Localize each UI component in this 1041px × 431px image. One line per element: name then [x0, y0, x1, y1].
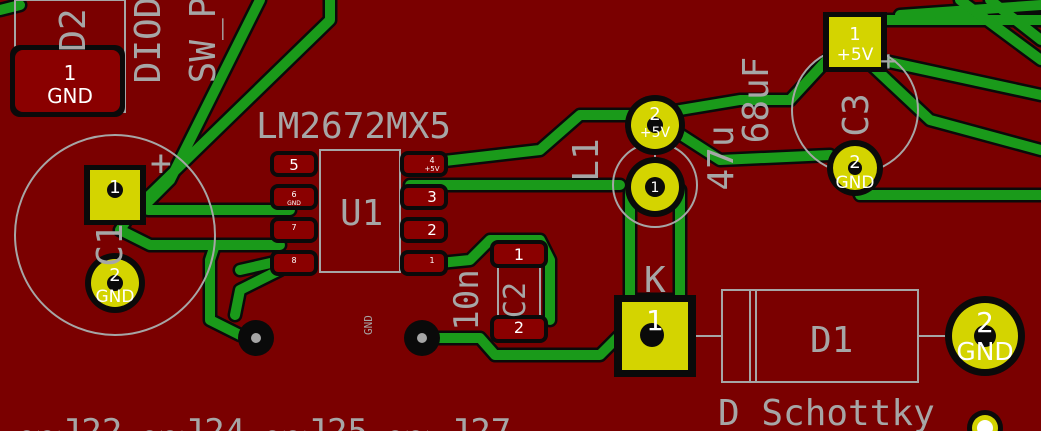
l1-value-label: 47u [701, 125, 742, 190]
u1-pad-7[interactable] [270, 217, 318, 243]
pad-text: 1 GND 1 2 GND 1 +5V 2 GND 2 +5V 1 1 2 1 … [47, 24, 1014, 366]
c1-pad2-net: GND [96, 287, 135, 307]
d2-ref-label: D2 [53, 8, 94, 51]
pads-layer [10, 12, 1025, 431]
c3-pad2-net: GND [836, 173, 875, 193]
silk-text: D2 DIOD SW_P LM2672MX5 U1 C1 + C3 + 68uF… [20, 0, 935, 431]
c3-pad1-num: 1 [849, 24, 860, 45]
c3-plus-label: + [880, 44, 897, 77]
c1-ref-label: C1 [90, 223, 131, 266]
u1-pin4-net: +5V [424, 165, 439, 173]
u1-pad-8[interactable] [270, 250, 318, 276]
d1-value-label: D_Schottky [718, 393, 935, 431]
c1-plus-label: + [150, 143, 172, 184]
c3-pad1-net: +5V [837, 45, 874, 65]
c2-ref-label: C2 [498, 282, 533, 318]
c3-pad2-num: 2 [849, 152, 860, 173]
c3-value-label: 68uF [736, 57, 777, 144]
d2-pad1-net: GND [47, 84, 93, 108]
u1-pin6: 6 [291, 190, 296, 199]
c2-pad-2[interactable] [490, 315, 548, 343]
u1-pin8: 8 [291, 256, 296, 265]
u1-outline [319, 149, 401, 273]
u1-pin1: 1 [429, 256, 434, 265]
u1-pad-2[interactable] [400, 217, 448, 243]
l1-pad2-num: 2 [649, 104, 660, 125]
l1-pad2-net: +5V [640, 125, 671, 141]
d1-pad1-num: 1 [646, 304, 664, 337]
c3-ref-label: C3 [836, 93, 877, 136]
c2-pad1-num: 1 [514, 245, 524, 264]
u1-pin4: 4 [429, 156, 434, 165]
c2-pad2-num: 2 [514, 318, 524, 337]
c2-value-label: 10n [447, 269, 487, 330]
d1-pad2-num: 2 [976, 306, 994, 339]
bottom-ref-fragment: ~~J22 ~~J24 ~~J25 ~~ J27 [20, 412, 511, 431]
l1-ref-label: L1 [566, 138, 607, 181]
u1-pad-6[interactable] [270, 184, 318, 210]
d1-k-label: K [644, 260, 666, 301]
l1-pad1-num: 1 [651, 180, 660, 196]
u1-pin6-net: GND [287, 200, 301, 207]
gnd-small-label: GND [362, 315, 375, 335]
d1-ref-label: D1 [810, 320, 853, 361]
u1-pin5: 5 [289, 156, 299, 174]
c2-pad-1[interactable] [490, 240, 548, 268]
c1-outline [14, 134, 216, 336]
u1-pin7: 7 [291, 223, 296, 232]
u1-pad-1[interactable] [400, 250, 448, 276]
d1-pad2-net: GND [956, 337, 1013, 366]
c1-pad2-num: 2 [109, 265, 120, 286]
d2-value-label: DIOD [128, 0, 169, 83]
c1-pad1-num: 1 [109, 177, 120, 198]
u1-pad-5[interactable] [270, 151, 318, 177]
u1-pad-4[interactable] [400, 151, 448, 177]
u1-pad-3[interactable] [400, 184, 448, 210]
u1-ref-label: U1 [340, 193, 383, 234]
sw-label: SW_P [183, 0, 224, 83]
d2-pad1-num: 1 [64, 61, 77, 85]
u1-value-label: LM2672MX5 [256, 106, 451, 147]
u1-pin3: 3 [427, 188, 437, 206]
u1-pin2: 2 [427, 221, 437, 239]
